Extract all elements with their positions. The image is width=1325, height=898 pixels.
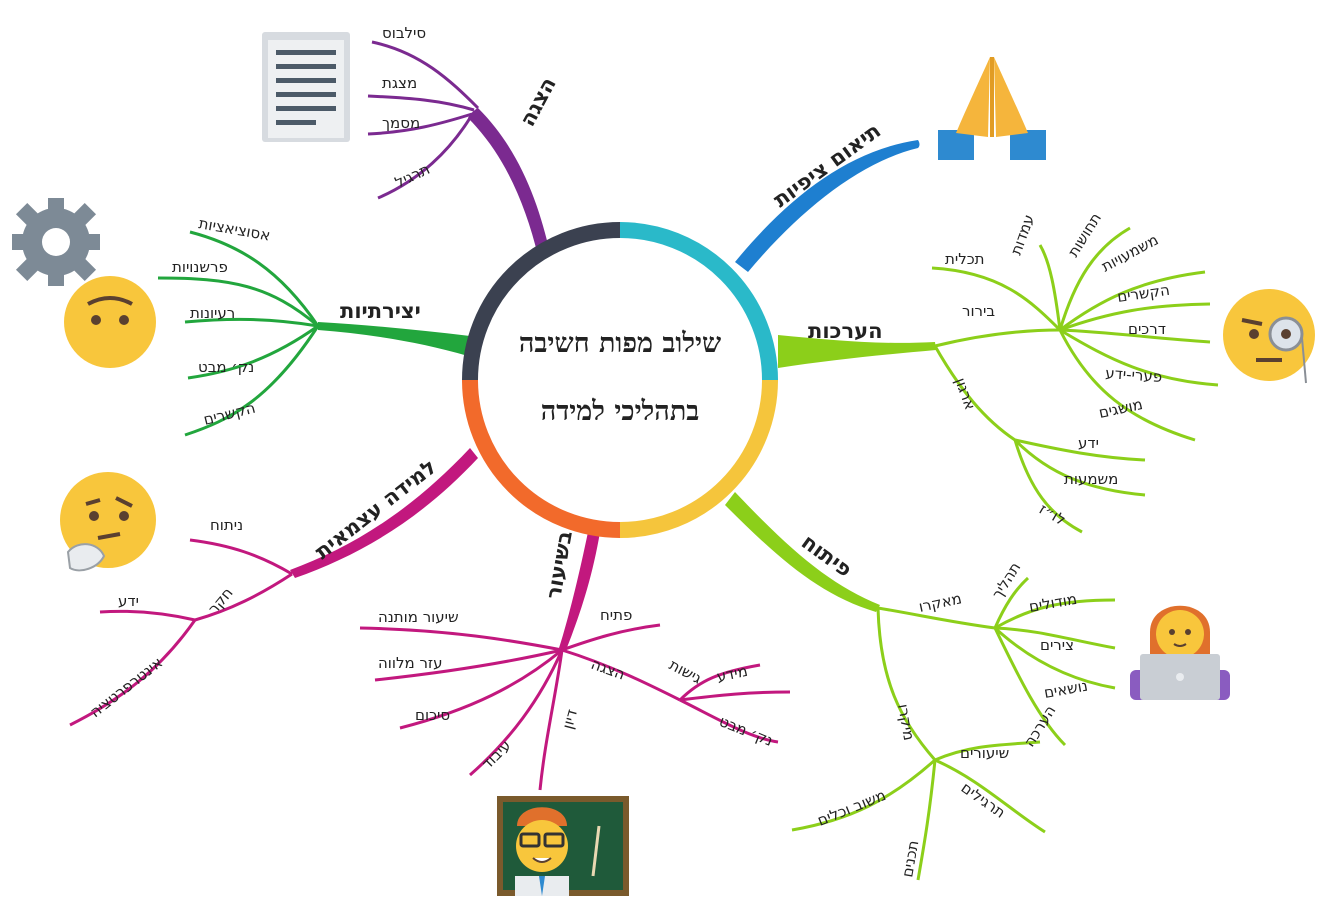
branch-item: עמדות	[1007, 212, 1038, 257]
center-node: שילוב מפות חשיבה בתהליכי למידה	[462, 222, 778, 538]
praying-hands-icon	[938, 57, 1046, 160]
branch-item: דיון	[558, 707, 580, 731]
branch-item: ארגון	[951, 375, 979, 412]
thinking-face-icon	[60, 472, 156, 572]
branch-item: עזר מלווה	[378, 654, 443, 672]
branch-item: ידע	[1078, 434, 1099, 452]
branch-item: סילבוס	[382, 24, 426, 42]
branch-item: מסמך	[382, 114, 420, 132]
branch-presentation: הצגה סילבוס מצגת מסמך תרגיל	[367, 24, 561, 264]
document-icon	[262, 32, 350, 142]
branch-item: נושאים	[1043, 677, 1090, 702]
branch-item: מושגים	[1097, 395, 1144, 422]
branch-item: פרשנויות	[172, 258, 228, 276]
woman-laptop-icon	[1130, 605, 1230, 700]
monocle-face-icon	[1223, 289, 1315, 384]
branch-item: מיקרו	[894, 703, 918, 742]
branch-title: הערכות	[808, 319, 883, 343]
branch-item: גישות	[666, 656, 705, 688]
branch-item: נק׳ מבט	[717, 712, 776, 750]
branch-item: מצגת	[382, 74, 417, 92]
branch-item: ניתוח	[210, 516, 243, 534]
teacher-icon	[497, 796, 629, 896]
branch-in-lesson: בשיעור פתיח שיעור מותנה עזר מלווה סיכום …	[359, 529, 791, 791]
branch-item: משמעות	[1064, 470, 1118, 488]
branch-item: עיבוד	[478, 736, 515, 773]
branch-item: שיעורים	[960, 744, 1009, 762]
branch-title: בשיעור	[541, 529, 577, 601]
branch-item: אינטרפרטציה	[86, 653, 166, 721]
branch-item: אסוציאציות	[197, 214, 271, 244]
branch-item: מודולים	[1028, 590, 1079, 616]
center-subtitle: בתהליכי למידה	[541, 396, 700, 427]
gear-face-icon	[12, 198, 156, 368]
branch-item: משוב וכלים	[815, 786, 889, 830]
branch-item: נק׳ מבט	[198, 358, 254, 376]
branch-item: הקשרים	[202, 399, 258, 429]
branch-item: הקשרים	[1116, 281, 1171, 306]
branch-item: בירור	[962, 302, 995, 320]
branch-item: חקר	[204, 584, 236, 618]
branch-item: משמעויות	[1098, 231, 1161, 276]
branch-item: סיכום	[415, 706, 450, 724]
branch-item: דרכים	[1128, 320, 1166, 338]
branch-item: הצגה	[589, 655, 628, 684]
branch-item: מאקרו	[917, 589, 963, 616]
branch-item: תהליך	[988, 559, 1024, 602]
branch-creativity: יצירתיות אסוציאציות פרשנויות רעיונות נק׳…	[157, 214, 470, 437]
branch-item: תכלית	[945, 250, 985, 268]
branch-evaluation: הערכות תכלית עמדות תחושות משמעויות הקשרי…	[778, 210, 1219, 534]
center-title: שילוב מפות חשיבה	[519, 328, 721, 359]
branch-title: יצירתיות	[340, 299, 421, 323]
branch-item: פתיח	[600, 606, 632, 624]
branch-item: מידע	[715, 662, 749, 686]
branch-item: ידע	[118, 592, 139, 610]
branch-expectations: תיאום ציפיות	[735, 118, 920, 272]
branch-item: פערי-ידע	[1105, 364, 1163, 386]
branch-item: לו״ז	[1036, 500, 1069, 529]
branch-title: הצגה	[515, 73, 561, 130]
branch-item: הערכה	[1020, 702, 1059, 750]
branch-item: רעיונות	[190, 304, 235, 322]
branch-item: שיעור מותנה	[378, 608, 459, 626]
branch-item: צירים	[1040, 636, 1074, 654]
branch-item: תרגיל	[392, 160, 433, 192]
branch-development: פיתוח מאקרו תהליך מודולים צירים נושאים ה…	[725, 492, 1116, 881]
